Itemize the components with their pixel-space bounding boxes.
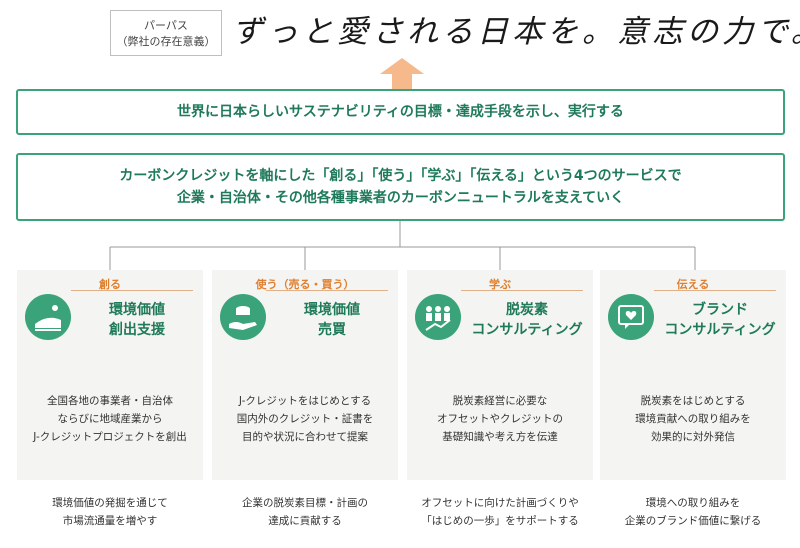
- card-title: 脱炭素 コンサルティング: [467, 300, 587, 340]
- purpose-box: パーパス （弊社の存在意義）: [110, 10, 222, 56]
- heart-message-icon: [608, 294, 654, 340]
- card-divider: [71, 290, 193, 291]
- card-title-line-2: 創出支援: [109, 322, 165, 338]
- card-title-line-1: ブランド: [692, 302, 748, 318]
- service-card-create: 創る 環境価値 創出支援 全国各地の事業者・自治体 ならびに地域産業から J-ク…: [17, 270, 203, 527]
- card-title-line-1: 環境価値: [304, 302, 360, 318]
- tagline: ずっと愛される日本を。意志の力で。: [232, 14, 800, 50]
- card-title: 環境価値 創出支援: [77, 300, 197, 340]
- card-divider: [654, 290, 776, 291]
- card-title-line-2: コンサルティング: [471, 322, 583, 338]
- goal-box: 世界に日本らしいサステナビリティの目標・達成手段を示し、実行する: [16, 89, 785, 135]
- card-title: ブランド コンサルティング: [660, 300, 780, 340]
- card-desc-1: 全国各地の事業者・自治体 ならびに地域産業から J-クレジットプロジェクトを創出: [33, 395, 187, 443]
- purpose-label: パーパス: [144, 19, 188, 32]
- purpose-sub: （弊社の存在意義）: [116, 35, 216, 48]
- mission-box: カーボンクレジットを軸にした「創る」「使う」「学ぶ」「伝える」という4つのサービ…: [16, 153, 785, 221]
- card-description: J-クレジットをはじめとする 国内外のクレジット・証書を 目的や状況に合わせて提…: [212, 374, 398, 548]
- mission-line-1: カーボンクレジットを軸にした「創る」「使う」「学ぶ」「伝える」という4つのサービ…: [119, 168, 682, 184]
- people-growth-icon: [415, 294, 461, 340]
- card-description: 脱炭素をはじめとする 環境貢献への取り組みを 効果的に対外発信 環境への取り組み…: [600, 374, 786, 548]
- up-arrow-icon: [380, 58, 424, 92]
- mission-line-2: 企業・自治体・その他各種事業者のカーボンニュートラルを支えていく: [176, 190, 625, 206]
- goal-text: 世界に日本らしいサステナビリティの目標・達成手段を示し、実行する: [177, 104, 624, 120]
- card-tag: 使う（売る・買う）: [255, 278, 355, 291]
- card-tag: 創る: [99, 278, 121, 291]
- card-divider: [266, 290, 388, 291]
- card-description: 全国各地の事業者・自治体 ならびに地域産業から J-クレジットプロジェクトを創出…: [17, 374, 203, 548]
- card-desc-1: 脱炭素経営に必要な オフセットやクレジットの 基礎知識や考え方を伝達: [437, 395, 563, 443]
- card-tag: 学ぶ: [489, 278, 511, 291]
- card-desc-1: 脱炭素をはじめとする 環境貢献への取り組みを 効果的に対外発信: [635, 395, 751, 443]
- card-title-line-2: 売買: [318, 322, 346, 338]
- card-title-line-2: コンサルティング: [664, 322, 776, 338]
- landscape-icon: [25, 294, 71, 340]
- card-desc-2: 企業の脱炭素目標・計画の 達成に貢献する: [242, 497, 368, 527]
- card-title-line-1: 脱炭素: [506, 302, 548, 318]
- card-divider: [461, 290, 583, 291]
- card-desc-2: 環境への取り組みを 企業のブランド価値に繋げる: [624, 497, 762, 527]
- service-card-use: 使う（売る・買う） 環境価値 売買 J-クレジットをはじめとする 国内外のクレジ…: [212, 270, 398, 527]
- card-desc-2: オフセットに向けた計画づくりや 「はじめの一歩」をサポートする: [421, 497, 579, 527]
- service-card-communicate: 伝える ブランド コンサルティング 脱炭素をはじめとする 環境貢献への取り組みを…: [600, 270, 786, 527]
- card-title: 環境価値 売買: [272, 300, 392, 340]
- connector-tree: [109, 221, 696, 270]
- card-tag: 伝える: [676, 278, 710, 291]
- hand-coins-icon: [220, 294, 266, 340]
- card-desc-1: J-クレジットをはじめとする 国内外のクレジット・証書を 目的や状況に合わせて提…: [236, 395, 374, 443]
- service-card-learn: 学ぶ 脱炭素 コンサルティング 脱炭素経営に必要な オフセットやクレジットの 基…: [407, 270, 593, 527]
- card-description: 脱炭素経営に必要な オフセットやクレジットの 基礎知識や考え方を伝達 オフセット…: [407, 374, 593, 548]
- card-desc-2: 環境価値の発掘を通じて 市場流通量を増やす: [52, 497, 168, 527]
- card-title-line-1: 環境価値: [109, 302, 165, 318]
